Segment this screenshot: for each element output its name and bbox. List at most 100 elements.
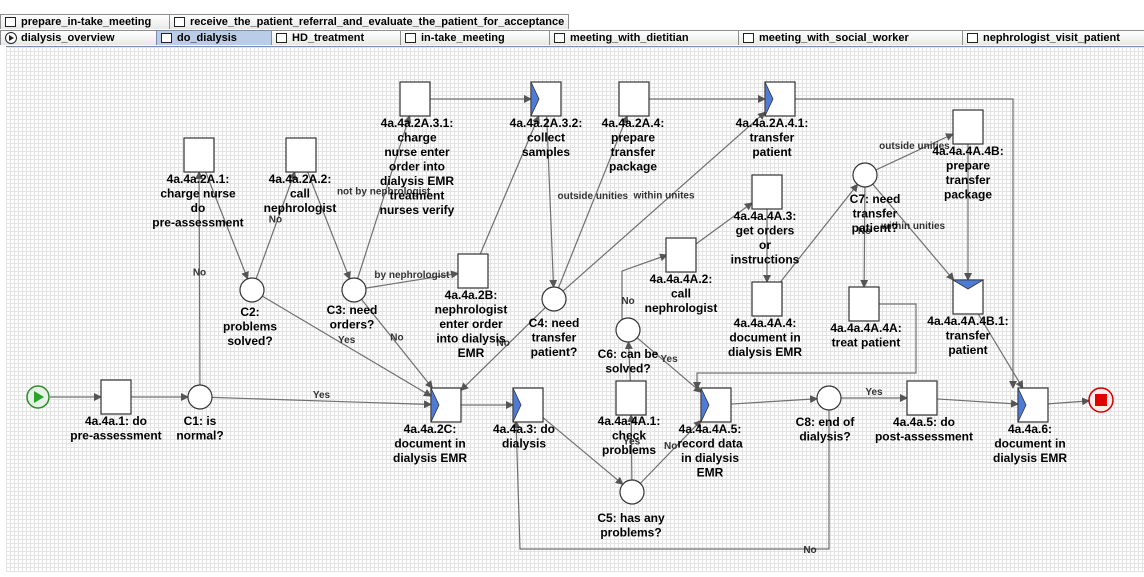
- edge-t2a2-to-c3[interactable]: [307, 171, 351, 280]
- tab-meeting-with-dietitian[interactable]: meeting_with_dietitian: [549, 30, 739, 45]
- edge-t4a4a-to-t4a5[interactable]: [693, 303, 917, 390]
- tab-dialysis-overview[interactable]: dialysis_overview: [0, 30, 157, 45]
- edge-t6-to-end[interactable]: [1047, 397, 1091, 406]
- edge-c8-to-t3[interactable]: No: [512, 410, 830, 556]
- window-icon: [554, 33, 565, 43]
- edge-t5-to-t6[interactable]: [936, 398, 1019, 408]
- edge-c8-to-t5[interactable]: Yes: [841, 387, 908, 402]
- node-t4a4a[interactable]: 4a.4a.4A.4A:treat patient: [830, 286, 902, 350]
- tab-receive-the-patient-referral-and-evaluate-the-patient-for-acceptance[interactable]: receive_the_patient_referral_and_evaluat…: [169, 14, 569, 29]
- split-icon: [951, 279, 985, 290]
- edge-label: within unities: [880, 221, 945, 232]
- tab-prepare-in-take-meeting[interactable]: prepare_in-take_meeting: [0, 14, 170, 29]
- edge-c4-to-t2a4[interactable]: outside unities: [558, 115, 629, 289]
- edge-t4a2-to-t4a3[interactable]: [695, 202, 753, 245]
- edge-label: Yes: [313, 390, 331, 401]
- tab-label: in-take_meeting: [421, 32, 505, 44]
- edge-c3-to-t2a31[interactable]: not by nephrologist: [337, 115, 431, 279]
- edge-c2-to-t2a2[interactable]: No: [255, 171, 297, 279]
- edge-label: No: [803, 545, 816, 556]
- edge-t2a41-to-t6[interactable]: [795, 98, 1017, 389]
- edge-t4a5-to-c8[interactable]: [730, 395, 819, 405]
- edge-t3-to-c5[interactable]: [542, 417, 624, 485]
- edge-t4a1-to-c6[interactable]: [624, 340, 633, 382]
- node-end[interactable]: [1088, 387, 1114, 413]
- tab-label: do_dialysis: [177, 32, 237, 44]
- tab-meeting-with-social-worker[interactable]: meeting_with_social_worker: [738, 30, 963, 45]
- edge-c3-to-t2b[interactable]: by nephrologist: [365, 270, 459, 289]
- join-icon: [764, 81, 774, 117]
- tab-in-take-meeting[interactable]: in-take_meeting: [400, 30, 550, 45]
- edge-c6-to-t4a5[interactable]: Yes: [636, 337, 702, 393]
- tab-nephrologist-visit-patient[interactable]: nephrologist_visit_patient: [962, 30, 1144, 45]
- node-start[interactable]: [26, 385, 50, 409]
- edge-c6-to-t4a2[interactable]: No: [621, 253, 668, 321]
- edge-t2a32-to-c4[interactable]: [546, 115, 558, 289]
- edge-c3-to-t2c[interactable]: No: [361, 298, 434, 389]
- tab-do-dialysis[interactable]: do_dialysis: [156, 30, 272, 45]
- edge-label: No: [621, 296, 634, 307]
- window-icon: [743, 33, 754, 43]
- edge-t2b-to-t2a32[interactable]: [479, 115, 540, 255]
- edge-c5-to-t4a5[interactable]: No: [639, 419, 702, 484]
- edge-t4a4-to-c7[interactable]: [779, 183, 859, 283]
- edge-c7-to-t4a4b1[interactable]: within unities: [872, 183, 955, 281]
- edge-c7-to-t4a4b[interactable]: outside unities: [875, 133, 954, 171]
- edge-c7-to-t4a4a[interactable]: No: [858, 186, 871, 288]
- edge-c1-to-t2c[interactable]: Yes: [211, 390, 432, 409]
- tab-label: meeting_with_dietitian: [570, 32, 689, 44]
- join-icon: [430, 387, 440, 423]
- edge-c2-to-t2c[interactable]: Yes: [262, 295, 432, 397]
- edge-c1-to-t2a1[interactable]: No: [193, 171, 206, 386]
- edge-c4-to-t2c[interactable]: No: [460, 306, 546, 391]
- tab-row-bottom: dialysis_overview do_dialysis HD_treatment…: [0, 30, 1144, 45]
- edge-c4-to-t2a41[interactable]: within unites: [562, 111, 766, 292]
- edge-c5-to-t4a1[interactable]: Yes: [623, 414, 641, 481]
- edge-t4a4b1-to-t6[interactable]: [977, 313, 1024, 389]
- tab-hd-treatment[interactable]: HD_treatment: [271, 30, 401, 45]
- edge-t2a1-to-c2[interactable]: [205, 171, 249, 280]
